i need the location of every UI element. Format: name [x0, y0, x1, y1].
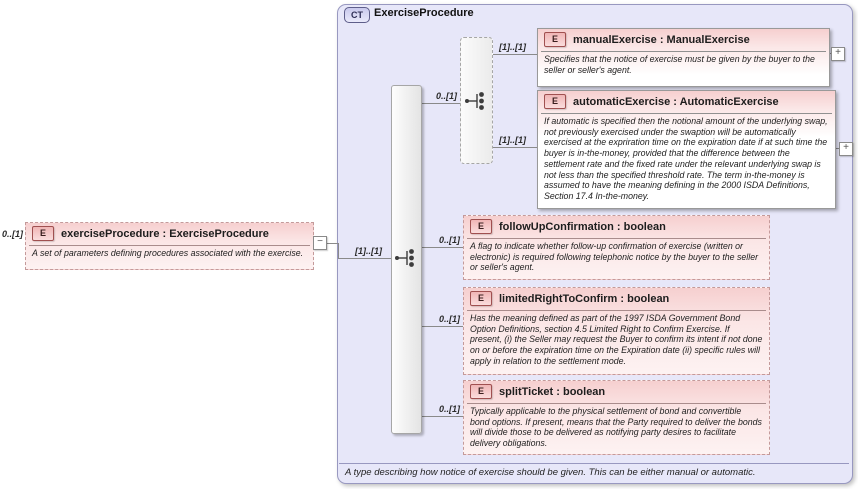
cardinality-sequence-to-limited: 0..[1]: [438, 314, 460, 324]
element-badge: E: [32, 226, 54, 241]
expand-button-manualExercise[interactable]: +: [831, 47, 845, 61]
element-label: limitedRightToConfirm : boolean: [499, 292, 670, 305]
element-label: splitTicket : boolean: [499, 385, 606, 398]
element-label: automaticExercise : AutomaticExercise: [573, 95, 779, 108]
element-exerciseProcedure[interactable]: E exerciseProcedure : ExerciseProcedure …: [25, 222, 314, 270]
element-limitedRightToConfirm[interactable]: E limitedRightToConfirm : boolean Has th…: [463, 287, 770, 375]
element-badge: E: [544, 32, 566, 47]
element-description: Typically applicable to the physical set…: [470, 406, 762, 449]
element-badge: E: [544, 94, 566, 109]
cardinality-root: 0..[1]: [2, 229, 24, 239]
element-badge: E: [470, 219, 492, 234]
cardinality-sequence-to-choice: 0..[1]: [435, 91, 457, 101]
cardinality-sequence-to-followup: 0..[1]: [438, 235, 460, 245]
connector-line-manual-expand: [828, 53, 832, 54]
sequence-icon: [395, 249, 414, 267]
element-manualExercise[interactable]: E manualExercise : ManualExercise Specif…: [537, 28, 830, 87]
cardinality-choice-to-automatic: [1]..[1]: [499, 135, 526, 145]
cardinality-choice-to-manual: [1]..[1]: [499, 42, 526, 52]
connector-line-sequence-to-followup: [420, 247, 463, 248]
complex-type-title: ExerciseProcedure: [374, 7, 474, 19]
connector-line-sequence-to-limited: [420, 326, 463, 327]
annotation-separator: [339, 463, 849, 464]
separator: [467, 310, 766, 311]
collapse-toggle[interactable]: −: [313, 236, 327, 250]
element-label: exerciseProcedure : ExerciseProcedure: [61, 227, 269, 240]
connector-line-choice-to-automatic: [491, 147, 537, 148]
separator: [541, 113, 832, 114]
separator: [29, 245, 310, 246]
element-description: Specifies that the notice of exercise mu…: [544, 54, 815, 75]
connector-line-sequence-to-split: [420, 416, 463, 417]
element-label: followUpConfirmation : boolean: [499, 220, 666, 233]
connector-line-root-to-sequence: [338, 258, 391, 259]
element-description: A flag to indicate whether follow-up con…: [470, 241, 759, 273]
cardinality-sequence-to-split: 0..[1]: [438, 404, 460, 414]
connector-jog-root: [338, 243, 339, 258]
element-badge: E: [470, 384, 492, 399]
complex-type-badge: CT: [344, 7, 370, 23]
element-automaticExercise[interactable]: E automaticExercise : AutomaticExercise …: [537, 90, 836, 209]
element-description: If automatic is specified then the notio…: [544, 116, 828, 202]
element-label: manualExercise : ManualExercise: [573, 33, 750, 46]
connector-line-sequence-to-choice: [420, 103, 460, 104]
element-description: Has the meaning defined as part of the 1…: [470, 313, 763, 366]
element-badge: E: [470, 291, 492, 306]
element-splitTicket[interactable]: E splitTicket : boolean Typically applic…: [463, 380, 770, 455]
expand-button-automaticExercise[interactable]: +: [839, 142, 853, 156]
choice-icon: [465, 92, 484, 110]
connector-line-choice-to-manual: [491, 54, 537, 55]
expand-icon: +: [835, 47, 841, 58]
separator: [541, 51, 826, 52]
complex-type-annotation: A type describing how notice of exercise…: [345, 467, 756, 478]
separator: [467, 238, 766, 239]
collapse-icon: −: [317, 236, 323, 247]
cardinality-root-to-sequence: [1]..[1]: [355, 246, 382, 256]
separator: [467, 403, 766, 404]
element-followUpConfirmation[interactable]: E followUpConfirmation : boolean A flag …: [463, 215, 770, 280]
connector-line-automatic-expand: [834, 148, 840, 149]
expand-icon: +: [843, 142, 849, 153]
element-description: A set of parameters defining procedures …: [32, 248, 304, 258]
